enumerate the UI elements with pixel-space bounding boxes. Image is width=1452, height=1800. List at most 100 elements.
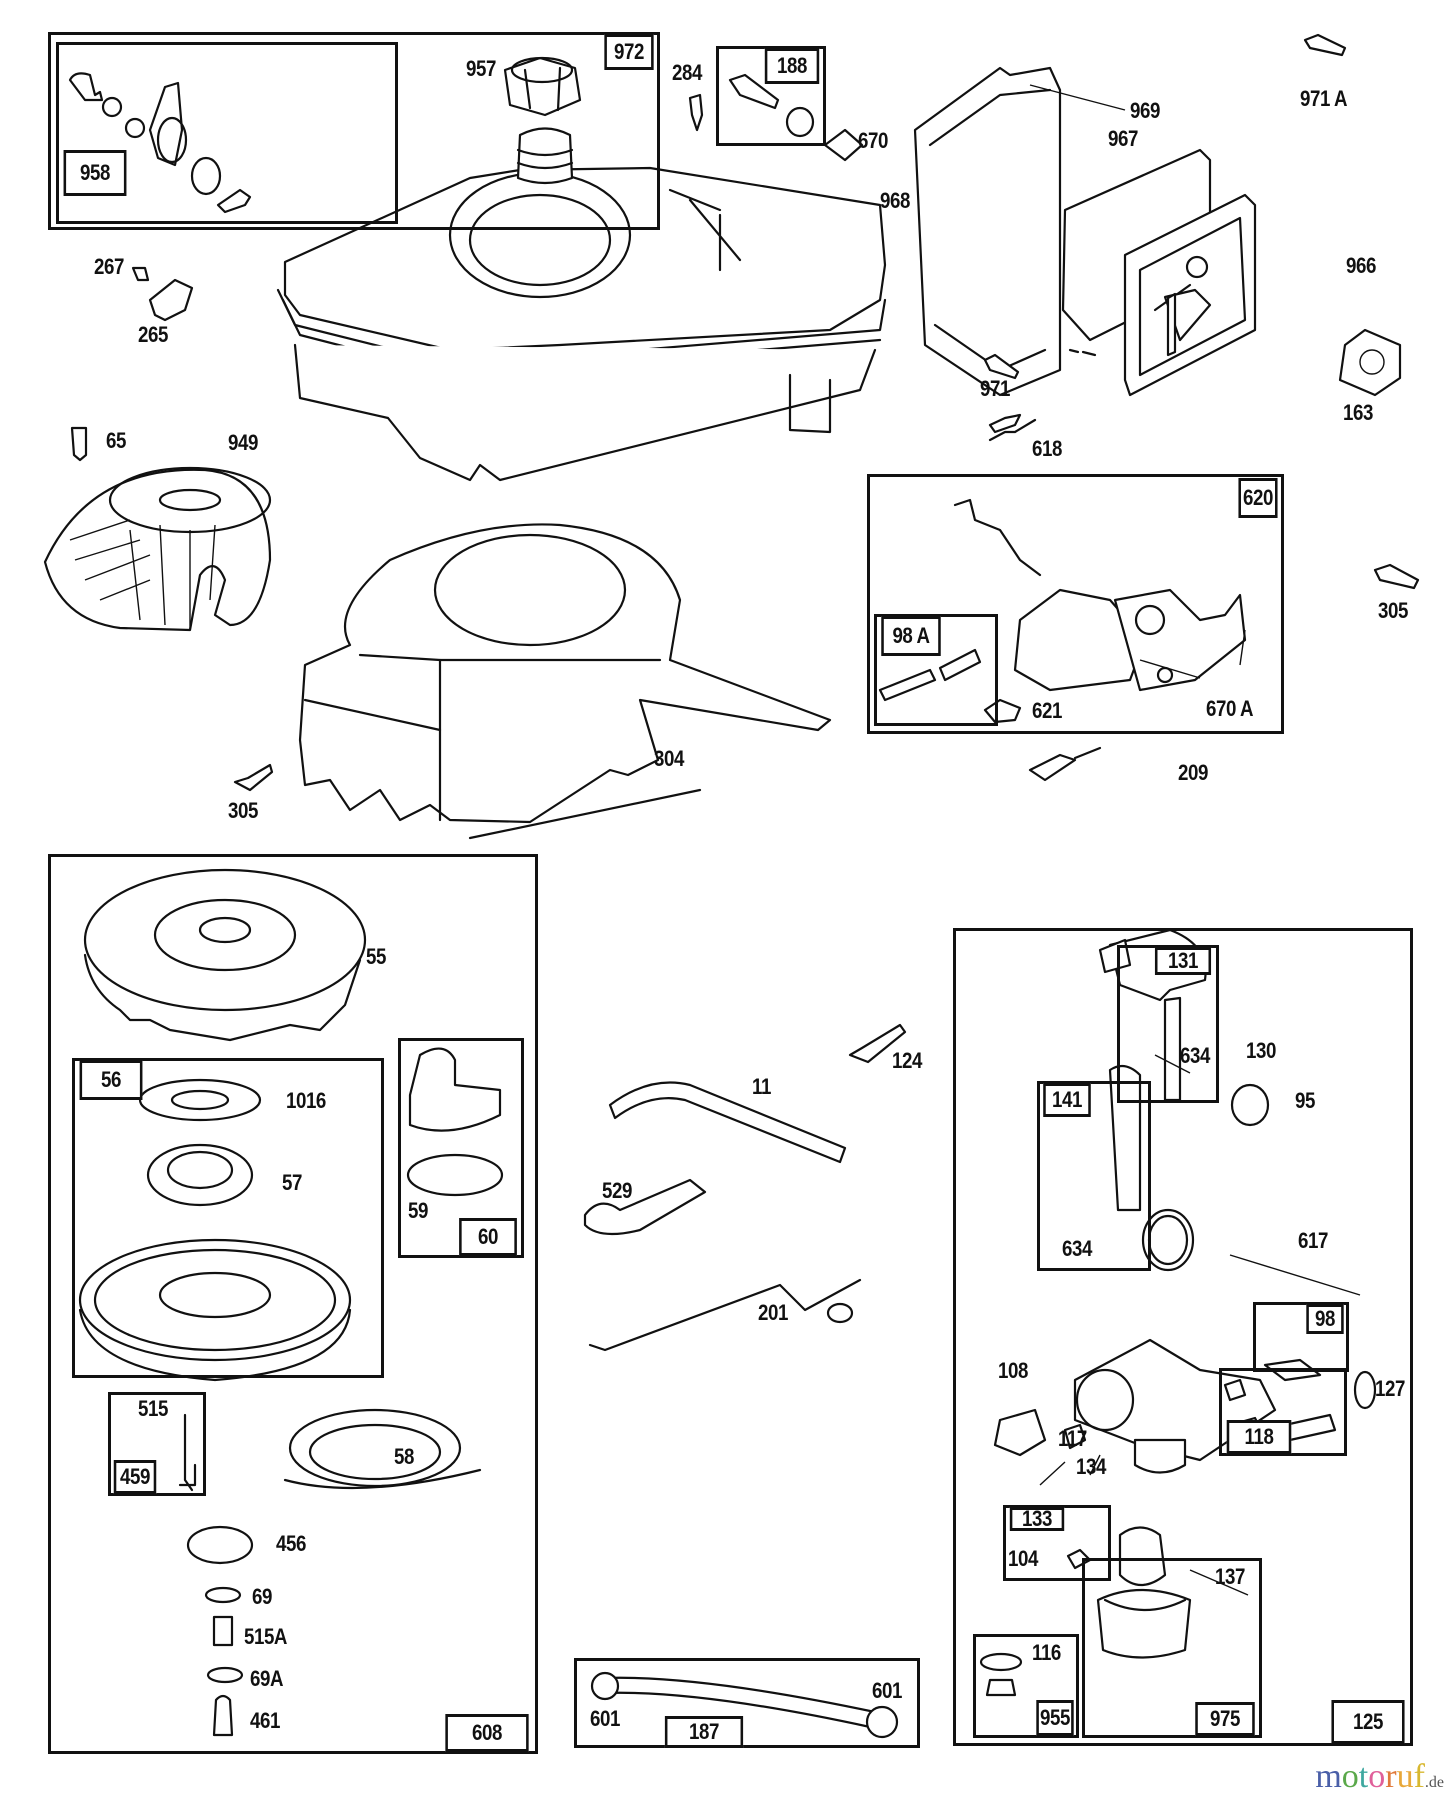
kit-frame-60 xyxy=(398,1038,524,1258)
part-number-label-284: 284 xyxy=(672,60,702,85)
spring-drawing xyxy=(990,420,1035,440)
part-number-label-461: 461 xyxy=(250,1708,280,1733)
part-number-label-971: 971 xyxy=(980,376,1010,401)
part-number-label-968: 968 xyxy=(880,188,910,213)
part-number-label-515A: 515A xyxy=(244,1624,288,1649)
part-number-label-456: 456 xyxy=(276,1531,306,1556)
kit-number-tag-141: 141 xyxy=(1043,1083,1091,1117)
part-number-label-57: 57 xyxy=(282,1170,302,1195)
part-number-label-617: 617 xyxy=(1298,1228,1328,1253)
part-number-label-971A: 971 A xyxy=(1300,86,1348,111)
governor-linkage-drawing xyxy=(880,500,1245,780)
kit-number-tag-133: 133 xyxy=(1009,1506,1065,1531)
spark-plug-wrench-drawing xyxy=(610,1083,845,1163)
kit-frame-608 xyxy=(48,854,538,1754)
kit-frame-972 xyxy=(48,32,660,230)
part-number-label-124: 124 xyxy=(892,1048,922,1073)
part-number-label-95: 95 xyxy=(1295,1088,1315,1113)
part-number-label-601b: 601 xyxy=(872,1678,902,1703)
starter-handle-drawing xyxy=(410,1049,500,1131)
kit-number-tag-118: 118 xyxy=(1226,1420,1292,1454)
kit-frame-118 xyxy=(1219,1368,1347,1456)
fuel-elbow-drawing xyxy=(585,1180,705,1234)
part-number-label-69: 69 xyxy=(252,1584,272,1609)
kit-number-tag-955: 955 xyxy=(1036,1700,1074,1736)
part-number-label-634b: 634 xyxy=(1062,1236,1092,1261)
kit-number-tag-98A: 98 A xyxy=(881,616,941,656)
part-number-label-601a: 601 xyxy=(590,1706,620,1731)
watermark-letter: r xyxy=(1385,1758,1397,1795)
watermark-letter: t xyxy=(1358,1758,1369,1795)
bolt-spacer-drawing xyxy=(690,75,862,160)
ratchet-drawing xyxy=(188,1527,252,1563)
kit-number-tag-972: 972 xyxy=(604,34,654,70)
screw-drawings xyxy=(72,35,1418,1062)
gasket-drawing xyxy=(1340,330,1400,395)
kit-frame-955 xyxy=(973,1634,1079,1738)
part-number-label-529: 529 xyxy=(602,1178,632,1203)
kit-frame-975 xyxy=(1082,1558,1262,1738)
kit-frame-620 xyxy=(867,474,1284,734)
fuel-tank-drawing xyxy=(278,129,885,481)
fuel-line-drawing xyxy=(605,1678,875,1727)
part-number-label-670: 670 xyxy=(858,128,888,153)
part-number-label-305b: 305 xyxy=(1378,598,1408,623)
part-number-label-967: 967 xyxy=(1108,126,1138,151)
part-number-label-134: 134 xyxy=(1076,1454,1106,1479)
watermark-letter: m xyxy=(1315,1758,1342,1795)
watermark-domain: .de xyxy=(1424,1774,1444,1791)
kit-frame-187 xyxy=(574,1658,920,1748)
kit-number-tag-131: 131 xyxy=(1154,947,1212,975)
part-number-label-59: 59 xyxy=(408,1198,428,1223)
kit-frame-125 xyxy=(953,928,1413,1746)
part-number-label-117: 117 xyxy=(1058,1426,1087,1451)
rewind-starter-drawing xyxy=(85,870,365,1040)
watermark-letter: o xyxy=(1341,1758,1359,1795)
part-number-label-58: 58 xyxy=(394,1444,414,1469)
part-number-label-265: 265 xyxy=(138,322,168,347)
kit-number-tag-188: 188 xyxy=(764,48,820,84)
starter-cup-drawing xyxy=(45,468,270,630)
part-number-label-618: 618 xyxy=(1032,436,1062,461)
blower-housing-drawing xyxy=(300,524,830,838)
control-lever-kit-drawing xyxy=(70,73,250,212)
part-number-label-305a: 305 xyxy=(228,798,258,823)
part-number-label-949: 949 xyxy=(228,430,258,455)
part-number-label-201: 201 xyxy=(758,1300,788,1325)
kit-number-tag-125: 125 xyxy=(1331,1700,1405,1744)
air-cleaner-drawing xyxy=(915,68,1255,395)
leader-lines xyxy=(1030,85,1360,1595)
part-number-label-116: 116 xyxy=(1032,1640,1061,1665)
part-number-label-621: 621 xyxy=(1032,698,1062,723)
fuel-cap-drawing xyxy=(505,58,580,115)
watermark-logo: motoruf.de xyxy=(1315,1760,1444,1794)
part-number-label-55: 55 xyxy=(366,944,386,969)
part-number-label-65: 65 xyxy=(106,428,126,453)
part-number-label-966: 966 xyxy=(1346,253,1376,278)
kit-number-tag-98: 98 xyxy=(1306,1304,1344,1334)
kit-frame-56 xyxy=(72,1058,384,1378)
o-ring-drawing xyxy=(1143,1210,1193,1270)
part-number-label-127: 127 xyxy=(1375,1376,1405,1401)
part-number-label-1016: 1016 xyxy=(286,1088,326,1113)
part-number-label-515: 515 xyxy=(138,1396,168,1421)
kit-number-tag-620: 620 xyxy=(1238,478,1278,518)
kit-number-tag-56: 56 xyxy=(79,1060,143,1100)
part-number-label-209: 209 xyxy=(1178,760,1208,785)
part-number-label-267: 267 xyxy=(94,254,124,279)
kit-frame-131 xyxy=(1117,945,1219,1103)
governor-link-drawing xyxy=(590,1280,860,1350)
part-number-label-108: 108 xyxy=(998,1358,1028,1383)
clip-drawing xyxy=(150,280,192,320)
part-number-label-304: 304 xyxy=(654,746,684,771)
part-number-label-69A: 69A xyxy=(250,1666,284,1691)
starter-rope-drawing xyxy=(290,1410,460,1486)
part-number-label-634a: 634 xyxy=(1180,1043,1210,1068)
part-number-label-957: 957 xyxy=(466,56,496,81)
kit-number-tag-459: 459 xyxy=(113,1460,157,1494)
watermark-letter: u xyxy=(1396,1758,1414,1795)
part-number-label-670A: 670 A xyxy=(1206,696,1254,721)
kit-frame-188 xyxy=(716,46,826,146)
kit-frame-958 xyxy=(56,42,398,224)
